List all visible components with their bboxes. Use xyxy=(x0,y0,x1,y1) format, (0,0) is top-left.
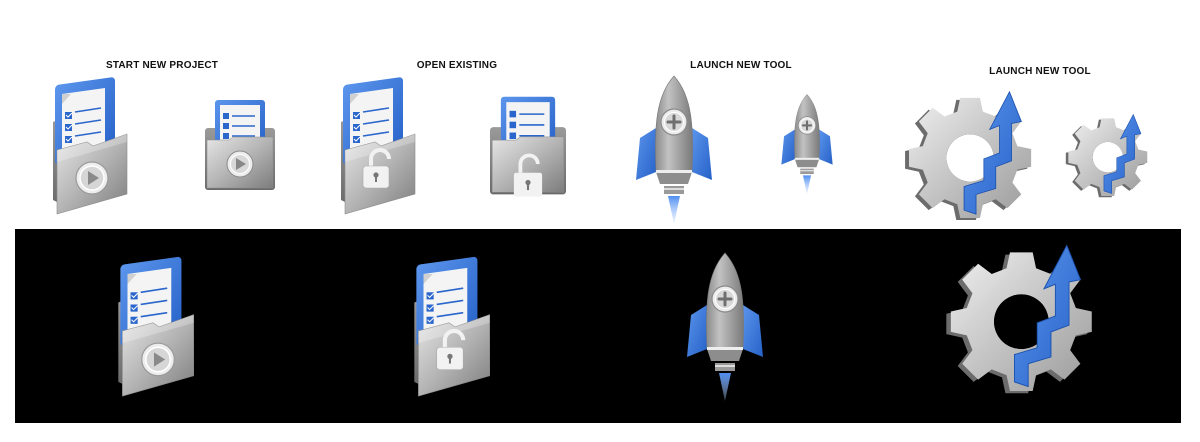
folder-play-icon[interactable] xyxy=(100,253,212,413)
folder-unlock-icon[interactable] xyxy=(489,95,567,206)
gear-arrow-icon[interactable] xyxy=(904,88,1036,221)
folder-unlock-icon[interactable] xyxy=(323,75,433,222)
rocket-plus-icon[interactable] xyxy=(685,249,765,407)
rocket-plus-icon[interactable] xyxy=(633,74,715,226)
group-label-open-existing: OPEN EXISTING xyxy=(416,60,498,71)
group-label-launch-new-tool: LAUNCH NEW TOOL xyxy=(690,60,792,71)
folder-unlock-icon[interactable] xyxy=(396,253,508,413)
gear-arrow-icon[interactable] xyxy=(1065,112,1150,198)
gear-arrow-icon[interactable] xyxy=(945,241,1097,394)
group-label-launch-new-tool-2: LAUNCH NEW TOOL xyxy=(989,66,1091,77)
dark-preview-panel xyxy=(15,229,1181,423)
group-label-start-new-project: START NEW PROJECT xyxy=(105,60,219,71)
folder-play-icon[interactable] xyxy=(35,75,145,222)
folder-play-icon[interactable] xyxy=(204,99,276,191)
rocket-plus-icon[interactable] xyxy=(780,93,834,196)
